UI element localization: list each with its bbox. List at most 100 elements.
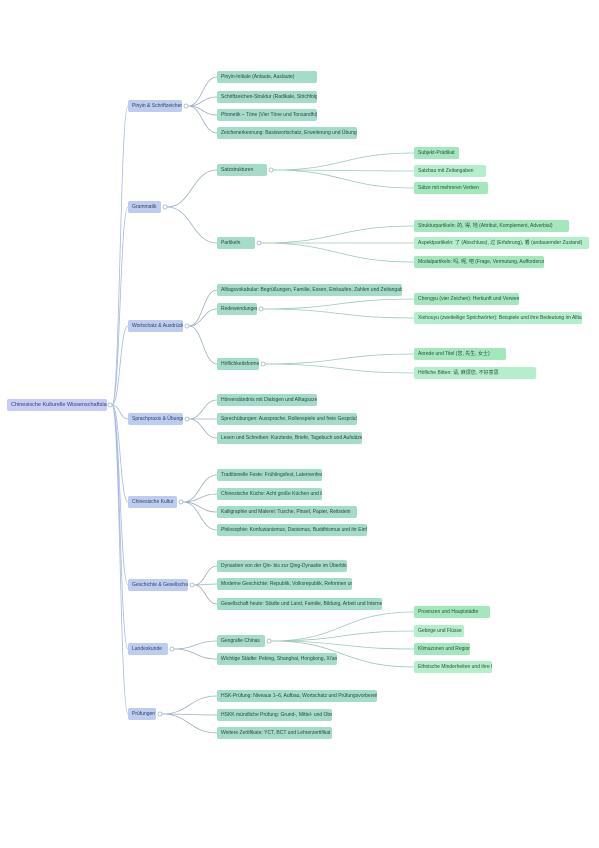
leaf-node-6-0-2[interactable]: Klimazonen und Regionen	[414, 643, 470, 655]
topic-node-2-2[interactable]: Höflichkeitsformen	[217, 358, 259, 370]
topic-node-1-1[interactable]: Partikeln	[217, 237, 255, 249]
topic-collapse-toggle-1-1[interactable]	[256, 240, 262, 246]
edge-topic-1-1-to-leaf-0	[260, 225, 415, 244]
topic-collapse-toggle-2-2[interactable]	[260, 361, 266, 367]
edge-branch-5-to-topic-2	[193, 584, 218, 605]
edge-branch-0-to-topic-3	[187, 105, 218, 134]
edge-branch-4-to-topic-1	[182, 493, 218, 503]
topic-node-4-0[interactable]: Traditionelle Feste: Frühlingsfest, Late…	[217, 469, 322, 481]
edge-root-to-branch-0	[111, 105, 129, 406]
topic-node-0-1[interactable]: Schriftzeichen-Struktur (Radikale, Stric…	[217, 91, 317, 103]
branch-node-7[interactable]: Prüfungen	[128, 708, 156, 720]
edge-topic-6-0-to-leaf-1	[270, 630, 415, 642]
leaf-node-1-1-1[interactable]: Aspektpartikeln: 了 (Abschluss), 过 (Erfah…	[414, 237, 589, 249]
branch-node-5[interactable]: Geschichte & Gesellschaft	[128, 579, 188, 591]
topic-node-7-0[interactable]: HSK-Prüfung: Niveaus 1–6, Aufbau, Wortsc…	[217, 690, 377, 702]
leaf-node-6-0-1[interactable]: Gebirge und Flüsse	[414, 625, 464, 637]
leaf-node-1-0-1[interactable]: Satzbau mit Zeitangaben	[414, 165, 486, 177]
branch-node-1[interactable]: Grammatik	[128, 201, 161, 213]
topic-node-0-0[interactable]: Pinyin-Initiale (Anlaute, Auslaute)	[217, 71, 317, 83]
topic-node-0-2[interactable]: Phonetik – Töne (Vier Töne und Tonsandhi…	[217, 109, 317, 121]
branch-collapse-toggle-2[interactable]	[184, 323, 190, 329]
edge-branch-2-to-topic-0	[188, 289, 218, 327]
topic-node-4-3[interactable]: Philosophie: Konfuzianismus, Daoismus, B…	[217, 524, 367, 536]
leaf-node-2-2-0[interactable]: Anrede und Titel (您, 先生, 女士)	[414, 348, 506, 360]
topic-node-6-1[interactable]: Wichtige Städte: Peking, Shanghai, Hongk…	[217, 653, 337, 665]
edge-topic-6-0-to-leaf-3	[270, 640, 415, 668]
topic-collapse-toggle-1-0[interactable]	[268, 167, 274, 173]
topic-node-0-3[interactable]: Zeichenerkennung: Basiswortschatz, Erwei…	[217, 127, 357, 139]
edge-topic-1-0-to-leaf-2	[272, 169, 415, 189]
edge-branch-6-to-topic-1	[173, 648, 218, 660]
edge-root-to-branch-2	[111, 325, 129, 406]
branch-collapse-toggle-6[interactable]	[169, 646, 175, 652]
edge-branch-0-to-topic-1	[187, 96, 218, 107]
edge-root-to-branch-6	[111, 404, 129, 650]
leaf-node-2-1-1[interactable]: Xiehouyu (zweiteilige Sprichwörter): Bei…	[414, 312, 582, 324]
branch-node-4[interactable]: Chinesische Kultur	[128, 496, 177, 508]
edge-topic-2-1-to-leaf-0	[262, 298, 415, 310]
edge-topic-1-0-to-leaf-0	[272, 152, 415, 171]
edge-topic-2-1-to-leaf-1	[262, 308, 415, 319]
edge-branch-7-to-topic-0	[161, 695, 218, 715]
edge-branch-3-to-topic-2	[188, 418, 218, 439]
topic-node-5-1[interactable]: Moderne Geschichte: Republik, Volksrepub…	[217, 578, 352, 590]
topic-collapse-toggle-2-1[interactable]	[258, 306, 264, 312]
edge-branch-3-to-topic-0	[188, 399, 218, 420]
edge-branch-1-to-topic-0	[166, 169, 218, 208]
leaf-node-1-1-2[interactable]: Modalpartikeln: 吗, 呢, 吧 (Frage, Vermutun…	[414, 256, 544, 268]
branch-collapse-toggle-3[interactable]	[184, 416, 190, 422]
edge-branch-4-to-topic-2	[182, 501, 218, 513]
edge-branch-4-to-topic-3	[182, 501, 218, 531]
leaf-node-2-1-0[interactable]: Chengyu (vier Zeichen): Herkunft und Ver…	[414, 293, 519, 305]
topic-node-7-2[interactable]: Weitere Zertifikate: YCT, BCT und Lehrer…	[217, 727, 332, 739]
branch-node-6[interactable]: Landeskunde	[128, 643, 168, 655]
branch-collapse-toggle-5[interactable]	[189, 582, 195, 588]
leaf-node-6-0-0[interactable]: Provinzen und Hauptstädte	[414, 606, 490, 618]
edge-branch-0-to-topic-0	[187, 76, 218, 107]
branch-collapse-toggle-1[interactable]	[162, 204, 168, 210]
topic-node-3-1[interactable]: Sprechübungen: Aussprache, Rollenspiele …	[217, 413, 357, 425]
topic-node-6-0[interactable]: Geografie Chinas	[217, 635, 265, 647]
root-collapse-toggle[interactable]	[107, 402, 113, 408]
leaf-node-2-2-1[interactable]: Höfliche Bitten: 请, 麻烦您, 不好意思	[414, 367, 536, 379]
topic-node-3-0[interactable]: Hörverständnis mit Dialogen und Alltagss…	[217, 394, 317, 406]
branch-node-0[interactable]: Pinyin & Schriftzeichen	[128, 100, 182, 112]
edge-topic-6-0-to-leaf-2	[270, 640, 415, 650]
edge-topic-1-1-to-leaf-2	[260, 242, 415, 263]
edge-topic-1-0-to-leaf-1	[272, 169, 415, 172]
edge-branch-4-to-topic-0	[182, 474, 218, 503]
edge-branch-2-to-topic-2	[188, 325, 218, 365]
edge-root-to-branch-7	[111, 404, 129, 715]
topic-node-2-0[interactable]: Alltagsvokabular: Begrüßungen, Familie, …	[217, 284, 402, 296]
topic-node-4-2[interactable]: Kalligraphie und Malerei: Tusche, Pinsel…	[217, 506, 357, 518]
edge-topic-2-2-to-leaf-1	[264, 363, 415, 374]
topic-collapse-toggle-6-0[interactable]	[266, 638, 272, 644]
leaf-node-1-0-0[interactable]: Subjekt-Prädikat	[414, 147, 459, 159]
topic-node-7-1[interactable]: HSKK mündliche Prüfung: Grund-, Mittel- …	[217, 709, 332, 721]
edge-root-to-branch-4	[111, 404, 129, 503]
branch-node-2[interactable]: Wortschatz & Ausdrücke	[128, 320, 183, 332]
topic-node-5-2[interactable]: Gesellschaft heute: Städte und Land, Fam…	[217, 598, 382, 610]
topic-node-3-2[interactable]: Lesen und Schreiben: Kurztexte, Briefe, …	[217, 432, 362, 444]
topic-node-2-1[interactable]: Redewendungen	[217, 303, 257, 315]
branch-collapse-toggle-0[interactable]	[183, 103, 189, 109]
branch-collapse-toggle-4[interactable]	[178, 499, 184, 505]
root-topic[interactable]: Chinesische Kulturelle Wissenschaftsland…	[7, 399, 107, 411]
edge-branch-6-to-topic-0	[173, 640, 218, 650]
branch-collapse-toggle-7[interactable]	[157, 711, 163, 717]
edge-topic-2-2-to-leaf-0	[264, 353, 415, 365]
edge-branch-7-to-topic-2	[161, 713, 218, 734]
edge-root-to-branch-3	[111, 404, 129, 420]
edge-branch-2-to-topic-1	[188, 308, 218, 327]
edge-topic-6-0-to-leaf-0	[270, 611, 415, 642]
leaf-node-6-0-3[interactable]: Ethnische Minderheiten und ihre Kulturen	[414, 661, 492, 673]
topic-node-5-0[interactable]: Dynastien von der Qin- bis zur Qing-Dyna…	[217, 560, 347, 572]
topic-node-4-1[interactable]: Chinesische Küche: Acht große Küchen und…	[217, 488, 322, 500]
leaf-node-1-0-2[interactable]: Sätze mit mehreren Verben	[414, 182, 488, 194]
leaf-node-1-1-0[interactable]: Strukturpartikeln: 的, 得, 地 (Attribut, Ko…	[414, 220, 569, 232]
topic-node-1-0[interactable]: Satzstrukturen	[217, 164, 267, 176]
branch-node-3[interactable]: Sprachpraxis & Übungen	[128, 413, 183, 425]
